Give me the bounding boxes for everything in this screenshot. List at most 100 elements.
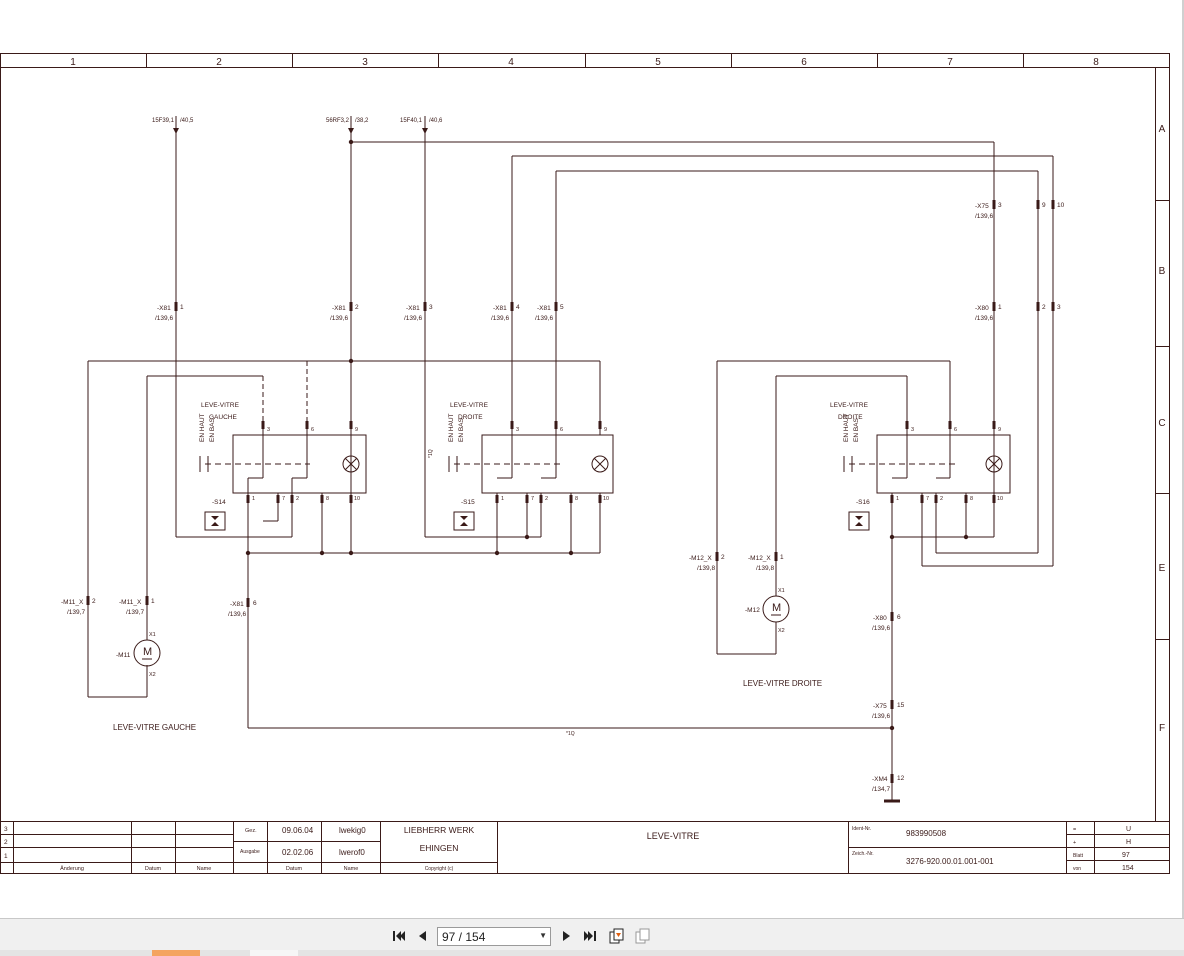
terminal-ref: /139,6 <box>872 625 890 632</box>
last-page-icon[interactable] <box>581 927 599 945</box>
revision-row: 3 <box>4 826 8 833</box>
name-drawn: lwekig0 <box>339 826 366 835</box>
motor-id: -M11 <box>116 652 131 659</box>
gez-label: Gez. <box>245 828 257 834</box>
switch-position-label: EN HAUT <box>199 413 206 442</box>
terminal-label: -M12_X <box>748 555 771 562</box>
row-label: E <box>1159 563 1166 574</box>
switch-position-label: EN BAS <box>209 417 216 442</box>
two-page-icon[interactable] <box>633 927 651 945</box>
pin-number: 6 <box>560 427 563 433</box>
active-tab-indicator[interactable] <box>152 950 200 956</box>
column-label: 7 <box>947 57 953 68</box>
terminal-number: 2 <box>355 304 359 311</box>
copyright-label: Copyright (c) <box>425 866 454 872</box>
tab-indicator[interactable] <box>250 950 298 956</box>
name-issued: lwerof0 <box>339 848 365 857</box>
pin-number: 3 <box>267 427 270 433</box>
left-caption: LEVE-VITRE GAUCHE <box>113 723 196 732</box>
terminal-number: 3 <box>429 304 433 311</box>
column-label: 2 <box>216 57 222 68</box>
eq-label: = <box>1073 827 1076 833</box>
crossref-label: /40,6 <box>429 118 443 124</box>
motor-terminal: X1 <box>778 588 785 594</box>
blatt-label: Blatt <box>1073 853 1084 859</box>
pin-number: 7 <box>282 496 285 502</box>
drawing-number: 3276-920.00.01.001-001 <box>906 857 994 866</box>
motor-id: -M12 <box>745 607 760 614</box>
terminal-number: 3 <box>998 202 1002 209</box>
terminal-number: 5 <box>560 304 564 311</box>
terminal-label: -X81 <box>157 305 171 312</box>
terminal-ref: /139,6 <box>491 315 509 322</box>
terminal-label: -X81 <box>537 305 551 312</box>
terminal-ref: /139,6 <box>872 713 890 720</box>
terminal-label: -M11_X <box>61 599 84 606</box>
terminal-number: 15 <box>897 702 905 709</box>
pin-number: 8 <box>970 496 973 502</box>
switch-title: LEVE-VITRE <box>450 402 489 409</box>
terminal-ref: /139,6 <box>975 315 993 322</box>
right-caption: LEVE-VITRE DROITE <box>743 679 822 688</box>
motor-terminal: X2 <box>778 628 785 634</box>
terminal-ref: /139,8 <box>756 565 774 572</box>
pin-number: 2 <box>296 496 299 502</box>
switch-id: -S15 <box>461 499 475 506</box>
switch-position-label: EN HAUT <box>448 413 455 442</box>
pin-number: 3 <box>911 427 914 433</box>
aenderung-header: Änderung <box>60 865 84 872</box>
pin-number: 8 <box>575 496 578 502</box>
crossref-label: /40,5 <box>180 118 194 124</box>
switch-position-label: EN BAS <box>458 417 465 442</box>
prev-page-icon[interactable] <box>414 927 432 945</box>
next-page-icon[interactable] <box>557 927 575 945</box>
pin-number: 9 <box>355 427 358 433</box>
motor-terminal: X2 <box>149 672 156 678</box>
switch-title: LEVE-VITRE <box>201 402 240 409</box>
first-page-icon[interactable] <box>390 927 408 945</box>
switch-title: GAUCHE <box>209 414 237 421</box>
terminal-label: -M12_X <box>689 555 712 562</box>
ident-label: Ident-Nr. <box>852 826 871 832</box>
row-label: C <box>1158 418 1165 429</box>
page-number-field[interactable]: 97 / 154 ▼ <box>437 927 551 946</box>
drawing-title: LEVE-VITRE <box>647 831 700 841</box>
pin-number: 9 <box>604 427 607 433</box>
pin-number: 8 <box>326 496 329 502</box>
datum-header: Datum <box>145 866 162 872</box>
terminal-label: -X81 <box>332 305 346 312</box>
column-label: 8 <box>1093 57 1099 68</box>
terminal-label: -X80 <box>975 305 989 312</box>
pin-number: 7 <box>531 496 534 502</box>
sub-datum: Datum <box>286 866 303 872</box>
terminal-ref: /139,6 <box>155 315 173 322</box>
terminal-number: 9 <box>1042 202 1046 209</box>
terminal-ref: /139,8 <box>697 565 715 572</box>
pin-number: 3 <box>516 427 519 433</box>
fit-page-icon[interactable] <box>607 927 625 945</box>
terminal-number: 1 <box>151 598 155 605</box>
crossref-label: 56RF3,2 <box>326 118 350 124</box>
document-viewport: 1 2 3 4 5 6 7 8 A B C E F 15F39,1 /40,5 … <box>0 0 1184 918</box>
sheet-total: 154 <box>1122 865 1134 872</box>
terminal-number: 1 <box>180 304 184 311</box>
company-location: EHINGEN <box>420 843 459 853</box>
page-navigation-bar: 97 / 154 ▼ <box>0 918 1184 956</box>
date-issued: 02.02.06 <box>282 848 314 857</box>
pin-number: 10 <box>603 496 609 502</box>
plus-value: H <box>1126 839 1131 846</box>
chevron-down-icon[interactable]: ▼ <box>539 931 547 940</box>
switch-title: LEVE-VITRE <box>830 402 869 409</box>
terminal-label: -XM4 <box>872 776 888 783</box>
terminal-number: 2 <box>1042 304 1046 311</box>
pin-number: 9 <box>998 427 1001 433</box>
pin-number: 6 <box>311 427 314 433</box>
switch-position-label: EN BAS <box>853 417 860 442</box>
switch-id: -S16 <box>856 499 870 506</box>
column-label: 3 <box>362 57 368 68</box>
terminal-ref: /139,6 <box>975 213 993 220</box>
terminal-number: 4 <box>516 304 520 311</box>
bottom-mark: *1Q <box>566 731 575 737</box>
pin-number: 6 <box>954 427 957 433</box>
sub-name: Name <box>344 866 359 872</box>
